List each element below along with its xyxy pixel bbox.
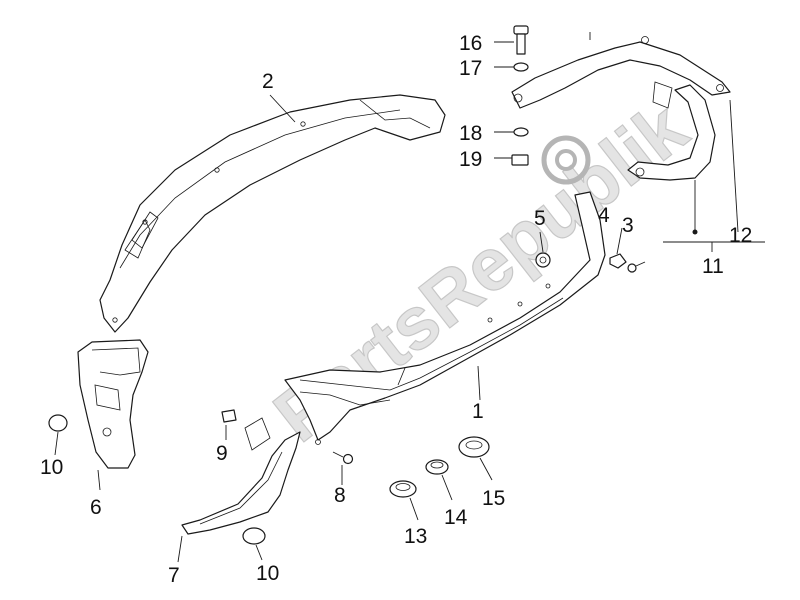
callout-6: 6 <box>90 496 102 519</box>
callout-5: 5 <box>534 207 546 230</box>
callout-numbers: 2 1 3 4 5 6 7 8 9 10 10 11 12 13 14 15 1… <box>40 32 752 587</box>
callout-16: 16 <box>459 32 482 55</box>
callout-14: 14 <box>444 506 468 529</box>
callout-19: 19 <box>459 148 482 171</box>
part-3-screw <box>627 261 646 273</box>
part-18-washer <box>513 127 529 137</box>
leader-lines <box>54 32 765 563</box>
part-10-plug-bottom <box>242 527 266 545</box>
callout-1: 1 <box>472 400 484 423</box>
part-14-grommet <box>425 459 449 475</box>
callout-15: 15 <box>482 487 505 510</box>
part-9-clip <box>221 409 237 423</box>
callout-13: 13 <box>404 525 427 548</box>
part-15-grommet <box>458 436 490 458</box>
callout-18: 18 <box>459 122 482 145</box>
part-10-plug-left <box>48 414 68 432</box>
part-7-lower-mudflap <box>181 417 301 535</box>
part-5-grommet <box>535 252 551 268</box>
callout-17: 17 <box>459 57 482 80</box>
part-2-upper-side-cover <box>99 94 446 333</box>
callout-2: 2 <box>262 70 274 93</box>
callout-12: 12 <box>729 224 752 247</box>
callout-10-bottom: 10 <box>256 562 279 585</box>
callout-7: 7 <box>168 564 180 587</box>
callout-10-left: 10 <box>40 456 63 479</box>
part-8-screw <box>332 451 354 465</box>
callout-8: 8 <box>334 484 346 507</box>
callout-4: 4 <box>598 204 610 227</box>
part-16-bolt <box>513 25 529 55</box>
part-19-clip <box>511 154 529 166</box>
callout-9: 9 <box>216 442 228 465</box>
part-17-washer <box>513 62 529 72</box>
callout-3: 3 <box>622 214 634 237</box>
part-1-lower-rear-cover <box>284 191 606 445</box>
watermark-gear-icon <box>541 135 591 185</box>
callout-11: 11 <box>702 255 724 278</box>
part-6-inner-side-cover <box>77 339 149 469</box>
part-11-12-rear-rack <box>511 36 731 181</box>
part-13-grommet <box>389 480 417 498</box>
part-4-nut <box>609 253 627 269</box>
